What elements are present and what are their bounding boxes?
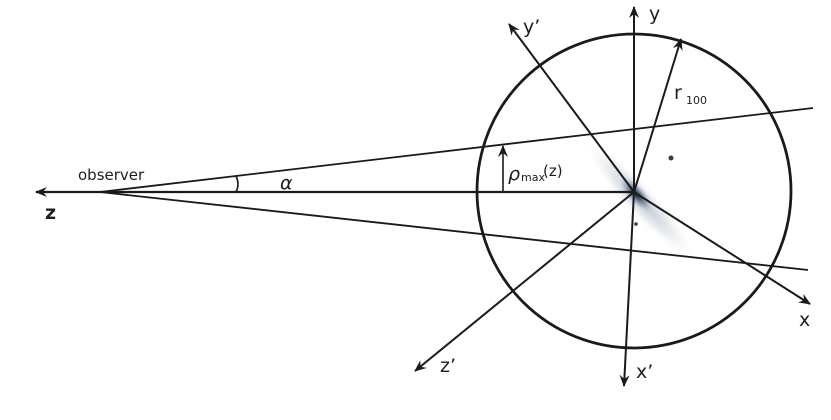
cone-lower-line bbox=[99, 191, 809, 271]
rho-argument: (z) bbox=[543, 162, 563, 180]
x-axis-line bbox=[633, 191, 811, 305]
star-dot bbox=[634, 222, 638, 226]
y-axis-label: y bbox=[649, 3, 660, 25]
r100-symbol: r bbox=[674, 82, 682, 104]
rho-symbol: ρ bbox=[508, 163, 520, 185]
galaxy-image bbox=[584, 140, 696, 260]
z-prime-axis-label: z’ bbox=[440, 355, 456, 377]
rho-subscript: max bbox=[521, 171, 545, 184]
alpha-label: α bbox=[280, 172, 293, 194]
x-axis-label: x bbox=[799, 309, 810, 331]
z-prime-axis-line bbox=[414, 191, 635, 372]
star-dot bbox=[668, 155, 674, 161]
x-prime-axis-label: x’ bbox=[636, 361, 653, 383]
y-prime-axis-label: y’ bbox=[523, 16, 540, 38]
r100-radius-arrow bbox=[633, 38, 683, 193]
z-axis-label: z bbox=[45, 202, 56, 224]
cone-upper-line bbox=[99, 107, 814, 193]
r100-subscript: 100 bbox=[686, 94, 707, 107]
x-prime-axis-line bbox=[619, 191, 635, 387]
y-prime-axis-line bbox=[508, 23, 635, 193]
observer-label: observer bbox=[78, 166, 145, 184]
alpha-angle-arc bbox=[235, 175, 239, 193]
